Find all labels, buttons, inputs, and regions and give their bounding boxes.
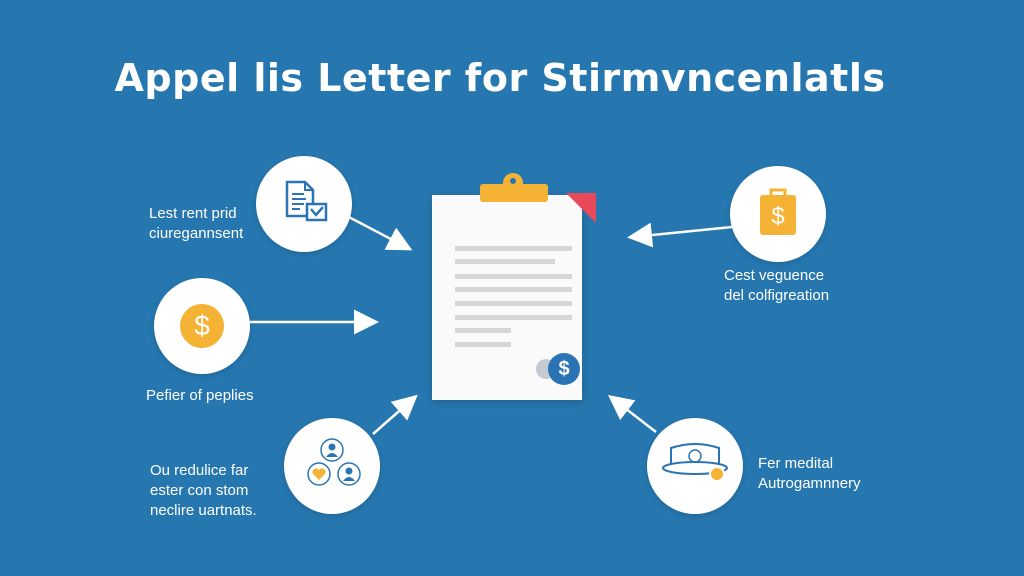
label-middle-left: Pefier of peplies: [146, 386, 254, 406]
label-bottom-left: Ou redulice far ester con stom neclire u…: [150, 461, 257, 521]
node-dollar-coin: $: [154, 278, 250, 374]
label-line: ciuregannsent: [149, 225, 244, 242]
arrow-bottom-right: [608, 394, 657, 433]
label-line: Autrogamnnery: [758, 475, 861, 492]
label-line: ester con stom: [150, 482, 249, 499]
text-line: [455, 287, 572, 292]
label-bottom-right: Fer medital Autrogamnnery: [758, 454, 861, 494]
text-line: [455, 328, 511, 333]
text-line: [455, 259, 555, 264]
node-money-bag: $: [730, 166, 826, 262]
text-line: [455, 274, 572, 279]
arrow-bottom-left: [372, 394, 418, 435]
label-line: Lest rent prid: [149, 205, 237, 222]
medical-hat-icon: [662, 443, 728, 482]
label-line: Pefier of peplies: [146, 387, 254, 404]
page-title: Appel lis Letter for Stirmvncenlatls: [114, 56, 886, 100]
node-document-check: [256, 156, 352, 252]
arrow-top-left: [344, 213, 413, 251]
money-bag-icon: $: [760, 188, 796, 235]
label-line: Ou redulice far: [150, 462, 249, 479]
dollar-badge-icon: $: [548, 353, 580, 385]
clipboard-clip-icon: [480, 184, 548, 202]
arrow-top-right: [627, 222, 733, 248]
document-corner-fold: [566, 193, 596, 223]
label-line: Fer medital: [758, 455, 834, 472]
label-line: neclire uartnats.: [150, 502, 257, 519]
text-line: [455, 246, 572, 251]
text-line: [455, 301, 572, 306]
svg-text:$: $: [771, 203, 784, 230]
label-line: del colfigreation: [724, 287, 830, 304]
text-line: [455, 315, 572, 320]
text-line: [455, 342, 511, 347]
document-check-icon: [285, 180, 328, 222]
label-line: Cest veguence: [724, 267, 825, 284]
center-appeal-document: $: [432, 173, 596, 400]
people-network-icon: [307, 438, 361, 486]
node-people-network: [284, 418, 380, 514]
label-top-left: Lest rent prid ciuregannsent: [149, 204, 243, 244]
dollar-coin-icon: $: [180, 304, 224, 348]
label-top-right: Cest veguence del colfigreation: [724, 266, 829, 306]
node-medical-hat: [647, 418, 743, 514]
